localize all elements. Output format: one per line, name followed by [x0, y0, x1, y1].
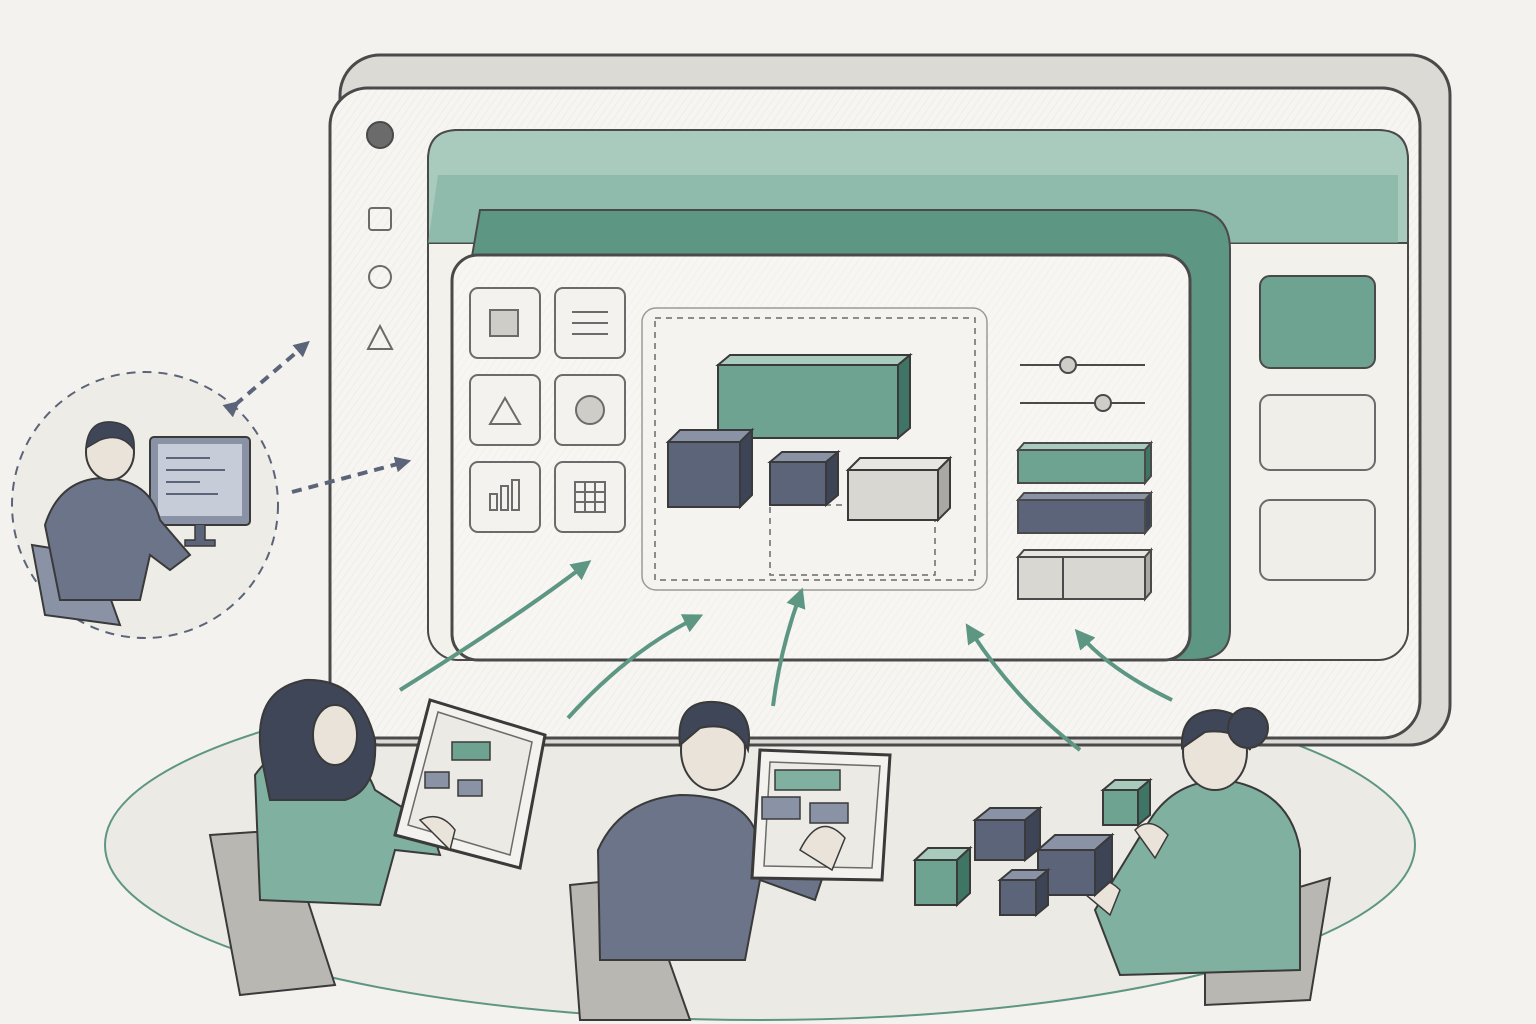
circle-icon [366, 121, 394, 149]
property-bar-gray[interactable] [1015, 547, 1154, 602]
tool-palette [469, 287, 626, 533]
right-cards [1259, 275, 1376, 581]
card[interactable] [1259, 499, 1376, 581]
block-slate-small[interactable] [767, 449, 841, 508]
circle-outline-icon[interactable] [368, 265, 392, 289]
card[interactable] [1259, 394, 1376, 471]
tablet-center[interactable] [750, 748, 892, 882]
property-panel [1015, 356, 1154, 602]
block-slate-3 [997, 867, 1051, 918]
block-gray[interactable] [845, 455, 953, 523]
screen-sidebar [366, 121, 394, 350]
block-header[interactable] [715, 352, 913, 441]
participant-center [568, 700, 892, 1021]
physical-blocks[interactable] [912, 777, 1153, 918]
triangle-icon[interactable] [366, 323, 394, 350]
bar-chart-icon [489, 479, 520, 511]
main-display [328, 53, 1452, 747]
block-slate-1 [972, 805, 1043, 863]
block-slate-2 [1035, 832, 1115, 898]
selection-box [654, 317, 976, 581]
participant-left [208, 678, 547, 997]
circle-icon [575, 395, 605, 425]
tool-triangle[interactable] [469, 374, 541, 446]
card-active[interactable] [1259, 275, 1376, 369]
square-icon [489, 309, 519, 337]
property-bar-slate[interactable] [1015, 490, 1154, 536]
share-arrow [291, 456, 412, 494]
grid-icon [574, 481, 606, 513]
list-icon [572, 311, 608, 335]
property-bar-teal[interactable] [1015, 440, 1154, 486]
sync-arrow [222, 340, 310, 418]
block-slate-large[interactable] [665, 427, 755, 510]
slider-icon[interactable] [1020, 356, 1145, 374]
tool-chart[interactable] [469, 461, 541, 533]
square-icon[interactable] [368, 207, 392, 231]
diagram-blocks [665, 352, 953, 523]
block-teal-held [1100, 777, 1153, 828]
tool-grid[interactable] [554, 461, 626, 533]
slider-icon[interactable] [1020, 394, 1145, 412]
contribution-arrows [398, 560, 1173, 752]
participant-right [1078, 707, 1332, 1007]
block-teal-ground [912, 845, 973, 908]
remote-participant [11, 371, 279, 639]
triangle-icon [488, 395, 522, 425]
